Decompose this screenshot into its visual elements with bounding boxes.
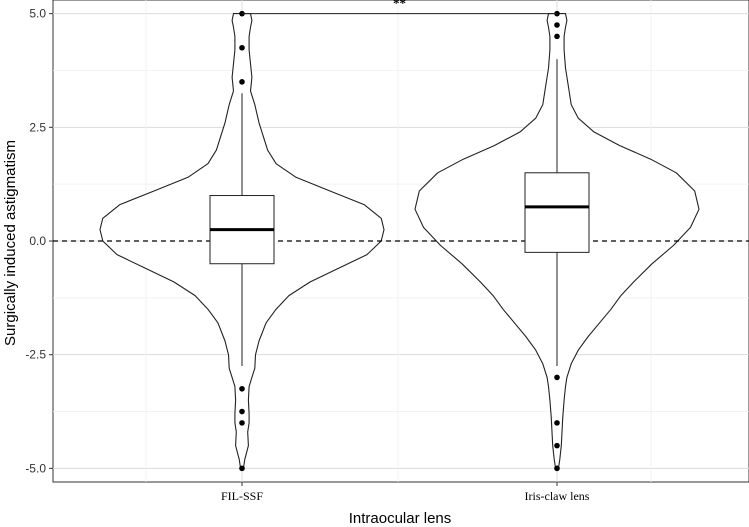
outlier-point <box>554 442 560 449</box>
y-tick-label: -5.0 <box>25 461 46 475</box>
outlier-point <box>554 22 560 28</box>
box-iqr <box>524 172 590 253</box>
y-tick-label: 5.0 <box>29 7 46 21</box>
outlier-point <box>239 465 245 472</box>
outlier-points <box>239 10 560 472</box>
x-axis-title: Intraocular lens <box>349 510 452 527</box>
outlier-point <box>239 408 245 415</box>
outlier-point <box>239 79 245 85</box>
outlier-point <box>239 420 245 426</box>
x-category-label: Iris-claw lens <box>525 489 590 503</box>
boxplots <box>209 59 590 367</box>
y-tick-label: 0.0 <box>29 234 46 248</box>
outlier-point <box>554 33 560 40</box>
significance-label: ** <box>393 0 406 11</box>
significance-group: ** <box>242 0 557 15</box>
outlier-point <box>554 420 560 426</box>
y-axis-title: Surgically induced astigmatism <box>2 140 19 346</box>
outlier-point <box>239 385 245 392</box>
x-category-label: FIL-SSF <box>221 489 263 503</box>
outlier-point <box>554 374 560 381</box>
outlier-point <box>554 465 560 472</box>
y-tick-label: 2.5 <box>29 120 46 134</box>
y-tick-label: -2.5 <box>25 348 46 362</box>
outlier-point <box>239 44 245 51</box>
